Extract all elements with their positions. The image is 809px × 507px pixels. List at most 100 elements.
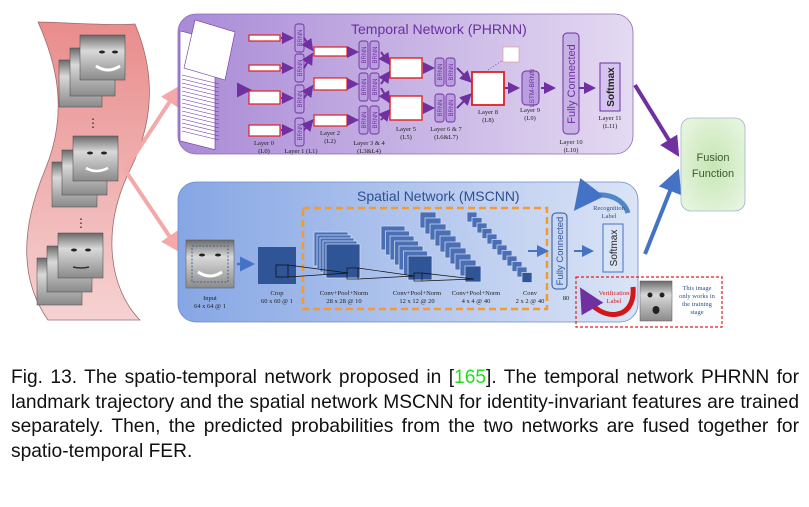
stage-name: Input xyxy=(203,295,217,302)
layer-9-lstm-brnn: LSTM-BRNN xyxy=(521,69,540,107)
caption-prefix: Fig. 13. The spatio-temporal network pro… xyxy=(11,367,455,388)
stage-name: Conv+Pool+Norm xyxy=(452,290,501,297)
feature-map xyxy=(325,243,361,279)
layer-id: (L3&L4) xyxy=(357,148,381,155)
temporal-fc-label: Fully Connected xyxy=(566,44,578,124)
verification-label-arrow xyxy=(579,286,636,317)
layer-label: Layer 5 xyxy=(396,126,416,133)
stage-dims: 12 x 12 @ 20 xyxy=(399,298,434,305)
face-group-1 xyxy=(58,34,126,108)
training-note-line: the training xyxy=(682,301,713,308)
layer-id: (L0) xyxy=(258,148,270,155)
brnn-label: BRNN xyxy=(373,111,379,128)
layer-id: (L10) xyxy=(564,147,579,154)
brnn-label: BRNN xyxy=(298,29,304,46)
stage-name: Conv+Pool+Norm xyxy=(393,290,442,297)
layer-5-boxes xyxy=(389,57,423,121)
spatial-network-title: Spatial Network (MSCNN) xyxy=(357,188,520,204)
layer-label: Layer 9 xyxy=(520,107,540,114)
ellipsis-2: ⋮ xyxy=(75,216,87,230)
temporal-layer-labels: Layer 0 (L0) Layer 1 (L1) Layer 2 (L2) L… xyxy=(254,107,622,155)
brnn-label: BRNN xyxy=(362,111,368,128)
layer-11-softmax: Softmax xyxy=(599,62,621,112)
arrow-to-temporal xyxy=(123,85,181,172)
layer-label: Layer 10 xyxy=(559,139,582,146)
layer-label: Layer 6 & 7 xyxy=(430,126,462,133)
face-group-2 xyxy=(51,135,119,208)
temporal-to-fusion-arrow xyxy=(633,83,680,157)
layer-label: Layer 0 xyxy=(254,140,274,147)
brnn-label: BRNN xyxy=(449,99,455,116)
verification-label-line: Verification xyxy=(599,290,630,297)
brnn-label: BRNN xyxy=(449,63,455,80)
layer-label: Layer 2 xyxy=(320,130,340,137)
brnn-block xyxy=(358,40,369,70)
citation-link[interactable]: 165 xyxy=(454,367,487,388)
caption-suffix: ]. The temporal network PHRNN for landma… xyxy=(11,367,799,462)
recognition-label: Recognition Label xyxy=(593,205,626,220)
verification-label-line: Label xyxy=(607,298,622,305)
spatial-stage-labels: Input 64 x 64 @ 1 Crop 60 x 60 @ 1 Conv+… xyxy=(194,290,569,310)
ellipsis-1: ⋮ xyxy=(87,116,99,130)
spatial-softmax: Softmax xyxy=(602,223,624,273)
fusion-label-line: Fusion xyxy=(696,152,729,164)
brnn-block xyxy=(434,93,445,123)
layer-id: (L5) xyxy=(400,134,412,141)
temporal-softmax-label: Softmax xyxy=(606,67,617,107)
stage-dims: 60 x 60 @ 1 xyxy=(261,298,293,305)
spatio-temporal-network-figure: ⋮ ⋮ Temporal Network (PHRNN) xyxy=(26,13,746,328)
brnn-label: BRNN xyxy=(298,90,304,107)
training-note-line: This image xyxy=(682,285,711,292)
stage-name: Conv+Pool+Norm xyxy=(320,290,369,297)
layer-label: Layer 1 (L1) xyxy=(284,148,317,155)
verification-training-box: Verification Label This image only works… xyxy=(575,276,723,328)
brnn-label: BRNN xyxy=(373,78,379,95)
spatial-fc-label: Fully Connected xyxy=(555,217,566,286)
face-group-3 xyxy=(36,232,104,306)
fc-dims: 80 xyxy=(563,295,570,302)
layer-8-box xyxy=(471,71,505,106)
conv-feature-maps xyxy=(313,211,533,283)
brnn-block xyxy=(358,72,369,102)
arrow-to-spatial xyxy=(123,168,181,253)
stage-dims: 64 x 64 @ 1 xyxy=(194,303,226,310)
brnn-label: BRNN xyxy=(298,123,304,140)
brnn-block xyxy=(369,72,380,102)
brnn-label: BRNN xyxy=(438,63,444,80)
recognition-label-line: Recognition xyxy=(593,205,626,212)
brnn-label: BRNN xyxy=(362,46,368,63)
input-face-image xyxy=(185,239,235,289)
fusion-function-box: Fusion Function xyxy=(680,117,746,212)
layer-10-fully-connected: Fully Connected xyxy=(562,32,580,135)
layer-id: (L2) xyxy=(324,138,336,145)
layer-id: (L9) xyxy=(524,115,536,122)
feature-map xyxy=(464,265,482,283)
input-frame-strip: ⋮ ⋮ xyxy=(26,21,150,321)
layer-id: (L11) xyxy=(603,123,618,130)
feature-map xyxy=(521,272,533,283)
layer-0-boxes xyxy=(248,34,281,137)
stage-name: Crop xyxy=(271,290,284,297)
layer-label: Layer 3 & 4 xyxy=(353,140,385,147)
spatial-network-panel: Spatial Network (MSCNN) Input 64 x 64 @ … xyxy=(177,178,723,328)
figure-caption: Fig. 13. The spatio-temporal network pro… xyxy=(11,366,799,464)
brnn-label: BRNN xyxy=(373,46,379,63)
spatial-fully-connected: Fully Connected xyxy=(551,212,568,290)
training-note-line: stage xyxy=(690,309,703,316)
layer-id: (L6&L7) xyxy=(434,134,458,141)
shared-conv-dashed-box xyxy=(301,206,549,311)
stage-dims: 2 x 2 @ 40 xyxy=(516,298,545,305)
recognition-label-line: Label xyxy=(602,213,617,220)
surprised-face-image xyxy=(639,280,673,322)
stage-name: Conv xyxy=(523,290,538,297)
layer-label: Layer 8 xyxy=(478,109,498,116)
temporal-network-panel: Temporal Network (PHRNN) BRNNBRNNBRNNBRN… xyxy=(177,13,634,155)
recognition-label-arrow xyxy=(573,178,631,214)
brnn-block xyxy=(358,105,369,135)
brnn-label: BRNN xyxy=(298,59,304,76)
brnn-block xyxy=(445,93,456,123)
brnn-block xyxy=(445,57,456,87)
landmark-frame-stack xyxy=(179,19,236,150)
